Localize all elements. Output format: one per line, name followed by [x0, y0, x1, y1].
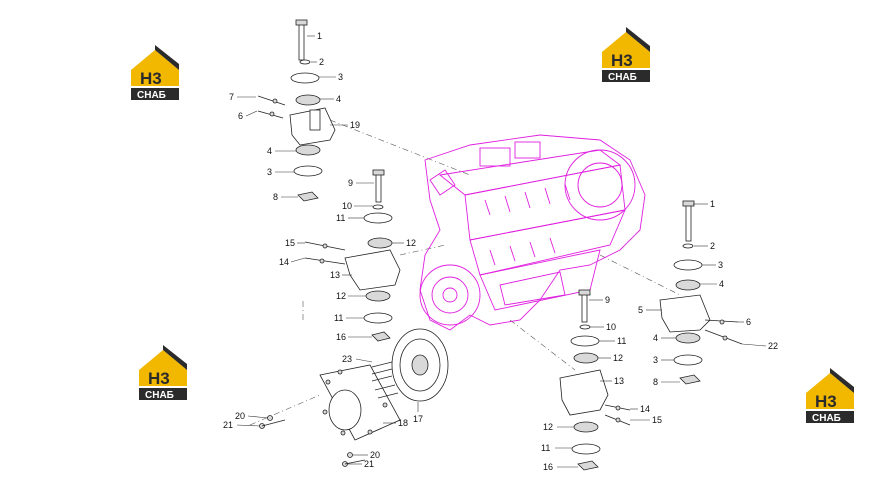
callout-11: 11	[336, 213, 345, 223]
callout-14: 14	[640, 404, 650, 414]
callout-13: 13	[330, 270, 340, 280]
callout-8: 8	[273, 192, 278, 202]
logo-top-right: Н3 СНАБ	[602, 27, 650, 83]
svg-text:Н3: Н3	[815, 392, 837, 411]
callout-4: 4	[336, 94, 341, 104]
callout-3: 3	[653, 355, 658, 365]
engine-block	[419, 134, 646, 331]
callout-8: 8	[653, 377, 658, 387]
leader-lines	[236, 35, 767, 468]
logo-mid-left: Н3 СНАБ	[139, 345, 187, 401]
callout-16: 16	[543, 462, 553, 472]
callout-11: 11	[334, 313, 343, 323]
svg-text:Н3: Н3	[611, 51, 633, 70]
callout-18: 18	[398, 418, 408, 428]
callout-4: 4	[653, 333, 658, 343]
callout-16: 16	[336, 332, 346, 342]
svg-text:СНАБ: СНАБ	[145, 390, 174, 401]
svg-text:СНАБ: СНАБ	[137, 90, 166, 101]
callout-20: 20	[235, 411, 245, 421]
callout-6: 6	[746, 317, 751, 327]
callout-4: 4	[719, 279, 724, 289]
callout-9: 9	[348, 178, 353, 188]
centerlines	[249, 119, 681, 426]
callout-3: 3	[338, 72, 343, 82]
callout-12: 12	[336, 291, 346, 301]
callout-12: 12	[406, 238, 416, 248]
callout-2: 2	[710, 241, 715, 251]
mount-stack-mid-left	[304, 169, 401, 342]
callout-1: 1	[710, 199, 715, 209]
svg-text:СНАБ: СНАБ	[812, 413, 841, 424]
callout-9: 9	[605, 295, 610, 305]
callout-15: 15	[285, 238, 295, 248]
flywheel-assembly	[259, 328, 449, 467]
callout-10: 10	[342, 201, 352, 211]
logo-right: Н3 СНАБ	[806, 368, 854, 424]
callout-21: 21	[364, 459, 374, 469]
callout-11: 11	[617, 336, 626, 346]
callout-13: 13	[614, 376, 624, 386]
callout-23: 23	[342, 354, 352, 364]
callout-21: 21	[223, 420, 233, 430]
callout-17: 17	[413, 414, 423, 424]
callout-3: 3	[718, 260, 723, 270]
svg-text:СНАБ: СНАБ	[608, 72, 637, 83]
callout-6: 6	[238, 111, 243, 121]
callout-19: 19	[350, 120, 360, 130]
callout-15: 15	[652, 415, 662, 425]
svg-text:Н3: Н3	[140, 69, 162, 88]
mount-stack-top-left	[257, 19, 336, 202]
callout-2: 2	[319, 57, 324, 67]
callout-4: 4	[267, 146, 272, 156]
mount-stack-lower-center	[559, 289, 631, 471]
callout-11: 11	[541, 443, 550, 453]
callout-5: 5	[638, 305, 643, 315]
callout-3: 3	[267, 167, 272, 177]
callout-12: 12	[543, 422, 553, 432]
callout-1: 1	[317, 31, 322, 41]
callout-12: 12	[613, 353, 623, 363]
callout-labels: 1 2 3 4 7 6 19 4 3 8 9 10 11 15 12 14 13…	[223, 31, 778, 472]
logo-top-left: Н3 СНАБ	[131, 45, 179, 101]
callout-10: 10	[606, 322, 616, 332]
svg-text:Н3: Н3	[148, 369, 170, 388]
callout-14: 14	[279, 257, 289, 267]
callout-7: 7	[229, 92, 234, 102]
mount-stack-right	[659, 200, 743, 385]
callout-20: 20	[370, 450, 380, 460]
callout-22: 22	[768, 341, 778, 351]
